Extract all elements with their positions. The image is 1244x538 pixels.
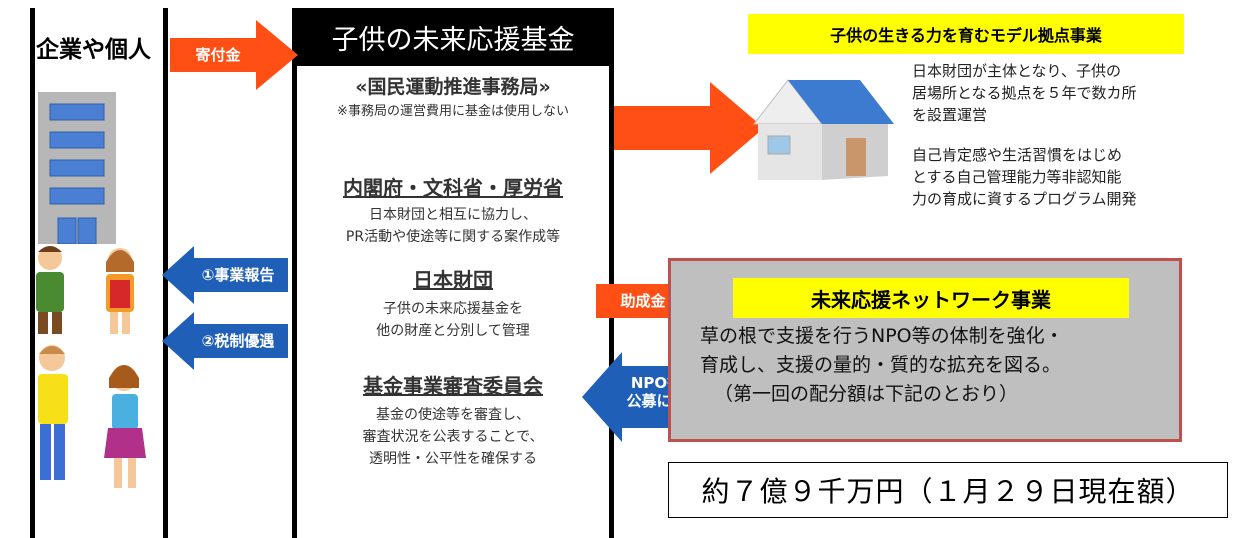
model-desc1-line1: 日本財団が主体となり、子供の (912, 62, 1121, 80)
network-project-title: 未来応援ネットワーク事業 (733, 278, 1129, 318)
network-body-line1: 草の根で支援を行うNPO等の体制を強化・ (700, 325, 1064, 347)
model-project-title: 子供の生きる力を育むモデル拠点事業 (748, 14, 1184, 54)
ministries-desc-2: PR活動や使途等に関する案作成等 (345, 229, 561, 245)
committee-heading: 基金事業審査委員会 (363, 374, 543, 398)
donation-label: 寄付金 (195, 46, 241, 64)
grant-label: 助成金 (620, 292, 666, 310)
model-desc1-line3: を設置運営 (912, 106, 988, 124)
committee-desc-3: 透明性・公平性を確保する (369, 451, 537, 467)
foundation-desc-1: 子供の未来応援基金を (383, 301, 523, 317)
building-icon (38, 92, 116, 244)
ministries-desc-1: 日本財団と相互に協力し、 (369, 207, 537, 223)
ministries-heading: 内閣府・文科省・厚労省 (343, 176, 563, 200)
model-desc2-line2: とする自己管理能力等非認知能 (912, 168, 1122, 186)
committee-desc-2: 審査状況を公表することで、 (362, 429, 544, 445)
fund-panel (292, 8, 614, 538)
donors-title: 企業や個人 (36, 37, 151, 63)
network-project-body: 草の根で支援を行うNPO等の体制を強化・ 育成し、支援の量的・質的な拡充を図る。… (700, 322, 1170, 409)
tax-arrow (162, 312, 288, 370)
model-desc2-line1: 自己肯定感や生活習慣をはじめ (912, 146, 1123, 164)
foundation-heading: 日本財団 (413, 268, 493, 292)
model-desc2-line3: 力の育成に資するプログラム開発 (912, 190, 1137, 208)
model-arrow (614, 82, 764, 174)
report-arrow (162, 246, 288, 304)
committee-desc-1: 基金の使途等を審査し、 (376, 407, 530, 423)
people-icon (36, 246, 146, 488)
secretariat-heading: «国民運動推進事務局» (355, 76, 551, 98)
network-body-line2: 育成し、支援の量的・質的な拡充を図る。 (700, 354, 1062, 376)
secretariat-note: ※事務局の運営費用に基金は使用しない (337, 104, 569, 119)
foundation-desc-2: 他の財産と分別して管理 (376, 323, 530, 339)
donation-arrow (170, 20, 298, 90)
network-body-line3: （第一回の配分額は下記のとおり） (714, 383, 1019, 405)
model-desc1-line2: 居場所となる拠点を５年で数カ所 (912, 84, 1137, 102)
tax-label: ②税制優遇 (201, 332, 275, 350)
report-label: ①事業報告 (201, 266, 275, 284)
house-icon (752, 79, 894, 180)
fund-title: 子供の未来応援基金 (292, 8, 614, 66)
amount-box: 約７億９千万円（１月２９日現在額） (668, 462, 1228, 518)
